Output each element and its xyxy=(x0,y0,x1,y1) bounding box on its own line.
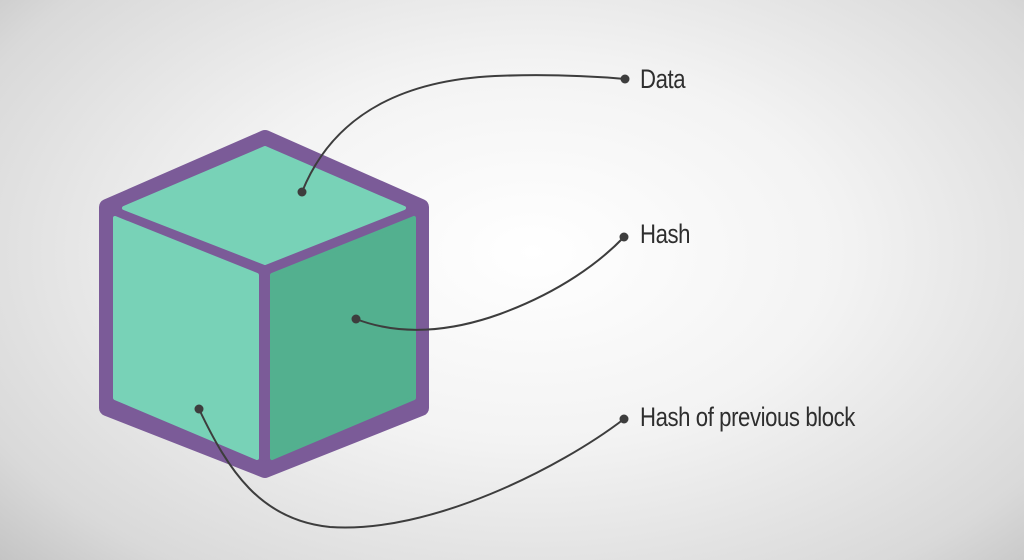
connector-dots xyxy=(194,74,630,424)
dot-prev-end xyxy=(619,414,629,424)
cube-left-face xyxy=(113,216,259,460)
data-label: Data xyxy=(640,64,686,94)
dot-prev-start xyxy=(194,404,204,414)
cube-top-face xyxy=(122,146,406,265)
dot-data-end xyxy=(620,74,630,84)
connector-data xyxy=(301,74,626,193)
dot-hash-end xyxy=(619,232,629,242)
connectors xyxy=(198,74,626,529)
cube-right-face xyxy=(270,216,416,460)
connector-prev-hash xyxy=(198,408,625,529)
dot-data-start xyxy=(297,187,307,197)
hash-label: Hash xyxy=(640,219,691,249)
connector-hash xyxy=(355,236,625,331)
block-cube xyxy=(99,130,429,478)
previous-hash-label: Hash of previous block xyxy=(640,402,855,432)
dot-hash-start xyxy=(351,314,361,324)
